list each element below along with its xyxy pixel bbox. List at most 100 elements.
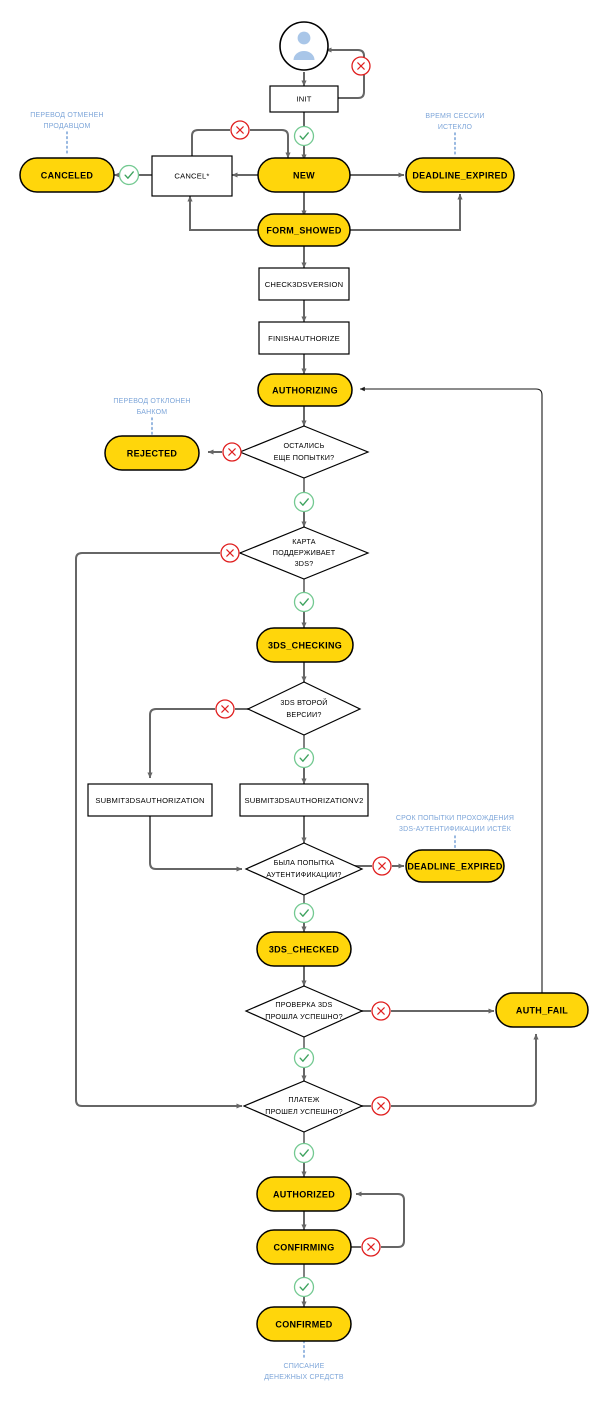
annotation-canceled-line2: ПРОДАВЦОМ xyxy=(43,123,90,130)
edge-submit3ds-attemptmade xyxy=(149,816,243,872)
check-circle-icon xyxy=(293,1142,315,1164)
node-3ds-checked[interactable]: 3DS_CHECKED xyxy=(256,931,352,967)
decision-attempts-left[interactable]: ОСТАЛИСЬ ЕЩЕ ПОПЫТКИ? xyxy=(238,425,370,479)
edge-cancel-new-right xyxy=(250,129,291,159)
node-canceled[interactable]: CANCELED xyxy=(19,157,115,193)
decision-3ds-success-line2: ПРОШЛА УСПЕШНО? xyxy=(265,1012,343,1021)
actor-user-node[interactable] xyxy=(279,21,329,71)
node-confirming-shape xyxy=(256,1229,352,1265)
cross-circle-icon xyxy=(372,856,392,876)
edge-cancel-new-left xyxy=(191,129,230,156)
node-submit3dsauthorizationv2-shape xyxy=(239,783,369,817)
decision-payment-line1: ПЛАТЕЖ xyxy=(288,1095,319,1104)
decision-auth-attempt-made-shape xyxy=(244,842,364,896)
node-canceled-label: CANCELED xyxy=(41,170,94,180)
decision-card-3ds-line2: ПОДДЕРЖИВАЕТ xyxy=(273,548,336,557)
node-new[interactable]: NEW xyxy=(257,157,351,193)
node-deadline-expired-top[interactable]: DEADLINE_EXPIRED xyxy=(405,157,515,193)
node-form-showed[interactable]: FORM_SHOWED xyxy=(257,213,351,247)
decision-card-3ds-line3: 3DS? xyxy=(295,559,314,568)
node-3ds-checked-label: 3DS_CHECKED xyxy=(269,944,340,954)
node-confirming-label: CONFIRMING xyxy=(274,1242,335,1252)
node-rejected[interactable]: REJECTED xyxy=(104,435,200,471)
edge-pay-fail-b xyxy=(391,1033,539,1107)
node-form-showed-shape xyxy=(257,213,351,247)
check-circle-icon xyxy=(293,1276,315,1298)
decision-payment-line2: ПРОШЕЛ УСПЕШНО? xyxy=(265,1107,343,1116)
annotation-rejected-line1: ПЕРЕВОД ОТКЛОНЕН xyxy=(113,398,190,405)
node-authorizing-shape xyxy=(257,373,353,407)
node-deadline-expired-3ds-shape xyxy=(405,849,505,883)
node-cancel-label: CANCEL* xyxy=(174,172,209,181)
node-deadline-expired-3ds[interactable]: DEADLINE_EXPIRED xyxy=(405,849,505,883)
node-finishauthorize[interactable]: FINISHAUTHORIZE xyxy=(258,321,350,355)
node-confirmed-shape xyxy=(256,1306,352,1342)
decision-3ds-check-success[interactable]: ПРОВЕРКА 3DS ПРОШЛА УСПЕШНО? xyxy=(244,985,364,1038)
node-init-label: INIT xyxy=(296,95,311,104)
cross-circle-icon xyxy=(371,1096,391,1116)
edge-v2-fail-b xyxy=(147,708,215,779)
node-auth-fail-shape xyxy=(495,992,589,1028)
annotation-confirmed-line1: СПИСАНИЕ xyxy=(283,1363,324,1370)
edge-formshowed-deadline xyxy=(348,193,463,231)
node-deadline-expired-top-label: DEADLINE_EXPIRED xyxy=(412,170,508,180)
node-submit3dsauthorizationv2-label: SUBMIT3DSAUTHORIZATIONV2 xyxy=(245,796,364,805)
node-submit3dsauthorization[interactable]: SUBMIT3DSAUTHORIZATION xyxy=(87,783,213,817)
node-3ds-checking[interactable]: 3DS_CHECKING xyxy=(256,627,354,663)
decision-payment-success[interactable]: ПЛАТЕЖ ПРОШЕЛ УСПЕШНО? xyxy=(242,1080,364,1133)
annotation-layer: ПЕРЕВОД ОТМЕНЕН ПРОДАВЦОМ ВРЕМЯ СЕССИИ И… xyxy=(30,112,514,1381)
decision-3ds-v2-line1: 3DS ВТОРОЙ xyxy=(280,698,327,707)
node-rejected-shape xyxy=(104,435,200,471)
node-confirmed[interactable]: CONFIRMED xyxy=(256,1306,352,1342)
node-check3dsversion[interactable]: CHECK3DSVERSION xyxy=(258,267,350,301)
node-authorizing-label: AUTHORIZING xyxy=(272,385,338,395)
decision-3ds-v2-shape xyxy=(246,681,362,736)
node-authorized[interactable]: AUTHORIZED xyxy=(256,1176,352,1212)
decision-card-supports-3ds-shape xyxy=(238,526,370,580)
node-new-shape xyxy=(257,157,351,193)
annotation-deadline3ds-line1: СРОК ПОПЫТКИ ПРОХОЖДЕНИЯ xyxy=(396,815,514,822)
decision-attempts-left-shape xyxy=(238,425,370,479)
node-confirmed-label: CONFIRMED xyxy=(275,1319,332,1329)
annotation-session-line2: ИСТЕКЛО xyxy=(438,124,473,131)
decision-payment-success-shape xyxy=(242,1080,364,1133)
node-authorized-shape xyxy=(256,1176,352,1212)
node-authorized-label: AUTHORIZED xyxy=(273,1189,335,1199)
node-confirming[interactable]: CONFIRMING xyxy=(256,1229,352,1265)
node-finishauthorize-label: FINISHAUTHORIZE xyxy=(268,334,340,343)
cross-circle-icon xyxy=(220,543,240,563)
decision-3ds-check-success-shape xyxy=(244,985,364,1038)
annotation-confirmed-line2: ДЕНЕЖНЫХ СРЕДСТВ xyxy=(264,1374,344,1381)
node-auth-fail-label: AUTH_FAIL xyxy=(516,1005,568,1015)
cross-circle-icon xyxy=(230,120,250,140)
edge-confirming-authorized xyxy=(355,1191,405,1248)
check-circle-icon xyxy=(118,164,140,186)
node-3ds-checked-shape xyxy=(256,931,352,967)
decision-attempt-made-line1: БЫЛА ПОПЫТКА xyxy=(274,858,335,867)
check-circle-icon xyxy=(293,125,315,147)
cross-circle-icon xyxy=(215,699,235,719)
decision-3ds-success-line1: ПРОВЕРКА 3DS xyxy=(275,1000,332,1009)
decision-auth-attempt-made[interactable]: БЫЛА ПОПЫТКА АУТЕНТИФИКАЦИИ? xyxy=(244,842,364,896)
check-circle-icon xyxy=(293,902,315,924)
decision-card-supports-3ds[interactable]: КАРТА ПОДДЕРЖИВАЕТ 3DS? xyxy=(238,526,370,580)
cross-circle-icon xyxy=(222,442,242,462)
node-new-label: NEW xyxy=(293,170,315,180)
node-init[interactable]: INIT xyxy=(269,85,339,113)
decision-3ds-v2[interactable]: 3DS ВТОРОЙ ВЕРСИИ? xyxy=(246,681,362,736)
node-cancel[interactable]: CANCEL* xyxy=(151,155,233,197)
avatar-circle xyxy=(279,21,329,71)
decision-attempts-left-line2: ЕЩЕ ПОПЫТКИ? xyxy=(274,453,335,462)
node-auth-fail[interactable]: AUTH_FAIL xyxy=(495,992,589,1028)
annotation-rejected-line2: БАНКОМ xyxy=(137,409,168,416)
node-form-showed-label: FORM_SHOWED xyxy=(266,225,342,235)
decision-attempt-made-line2: АУТЕНТИФИКАЦИИ? xyxy=(266,870,341,879)
node-cancel-shape xyxy=(151,155,233,197)
node-check3dsversion-label: CHECK3DSVERSION xyxy=(265,280,344,289)
edge-layer xyxy=(75,47,543,1308)
node-canceled-shape xyxy=(19,157,115,193)
annotation-deadline3ds-line2: 3DS-АУТЕНТИФИКАЦИИ ИСТЁК xyxy=(399,825,512,833)
node-submit3dsauthorizationv2[interactable]: SUBMIT3DSAUTHORIZATIONV2 xyxy=(239,783,369,817)
node-authorizing[interactable]: AUTHORIZING xyxy=(257,373,353,407)
